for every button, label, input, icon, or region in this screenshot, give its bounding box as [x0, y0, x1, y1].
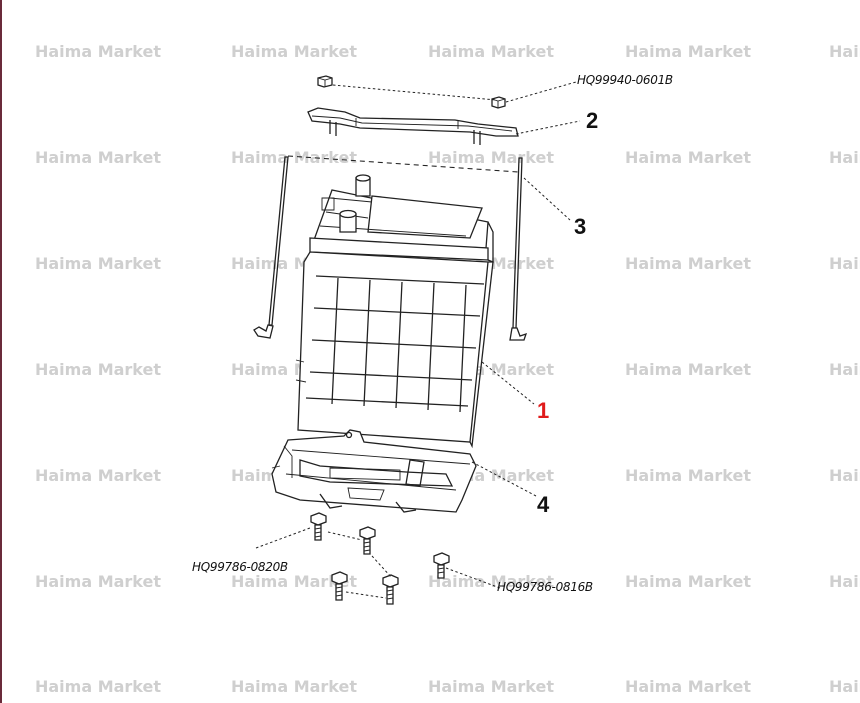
leader-lines [255, 81, 581, 599]
watermark: Haima Market [428, 148, 554, 167]
watermark: Haima Market [829, 466, 860, 485]
watermark: Haima Market [35, 677, 161, 696]
battery-tray[interactable] [271, 429, 477, 513]
watermark: Haima Market [829, 148, 860, 167]
battery[interactable] [295, 174, 494, 449]
watermark: Haima Market [625, 466, 751, 485]
watermark: Haima Market [625, 677, 751, 696]
watermark: Haima Market [231, 677, 357, 696]
watermark: Haima Market [829, 360, 860, 379]
watermark: Haima Market [35, 466, 161, 485]
rod-link-line [287, 155, 519, 173]
watermark: Haima Market [829, 677, 860, 696]
callout-battery[interactable]: 1 [537, 398, 549, 423]
hold-down-clamp[interactable] [307, 107, 519, 145]
watermark: Haima Market [35, 148, 161, 167]
callout-battery-tray[interactable]: 4 [537, 492, 550, 517]
watermark: Haima Market [428, 572, 554, 591]
watermark: Haima Market [231, 572, 357, 591]
watermark: Haima Market [829, 254, 860, 273]
watermark: Haima Market [428, 42, 554, 61]
watermark: Haima Market [625, 42, 751, 61]
watermark: Haima Market [35, 360, 161, 379]
watermark: Haima Market [428, 677, 554, 696]
flange-nut-left[interactable] [317, 75, 333, 88]
bolt[interactable] [331, 571, 348, 601]
part-number-bolt-left: HQ99786-0820B [192, 560, 288, 574]
flange-nut-right[interactable] [491, 96, 506, 109]
callout-hold-down-clamp[interactable]: 2 [586, 108, 598, 133]
watermark: Haima Market [231, 148, 357, 167]
watermark: Haima Market [829, 572, 860, 591]
watermark: Haima Market [625, 360, 751, 379]
watermark: Haima Market [231, 42, 357, 61]
bolt[interactable] [433, 552, 450, 579]
bolt[interactable] [359, 526, 376, 555]
watermark: Haima Market [35, 572, 161, 591]
left-edge-rule [0, 0, 2, 703]
j-rod-right[interactable] [509, 157, 528, 341]
watermark: Haima Market [625, 572, 751, 591]
bolt[interactable] [382, 574, 399, 605]
watermark: Haima Market [625, 254, 751, 273]
bolt[interactable] [310, 512, 327, 541]
part-number-bolt-right: HQ99786-0816B [497, 580, 593, 594]
watermark: Haima Market [35, 254, 161, 273]
watermark: Haima Market [625, 148, 751, 167]
j-rod-left[interactable] [253, 156, 289, 339]
callout-j-rod[interactable]: 3 [574, 214, 586, 239]
watermark: Haima Market [35, 42, 161, 61]
part-number-nut: HQ99940-0601B [577, 73, 673, 87]
watermark: Haima Market [829, 42, 860, 61]
